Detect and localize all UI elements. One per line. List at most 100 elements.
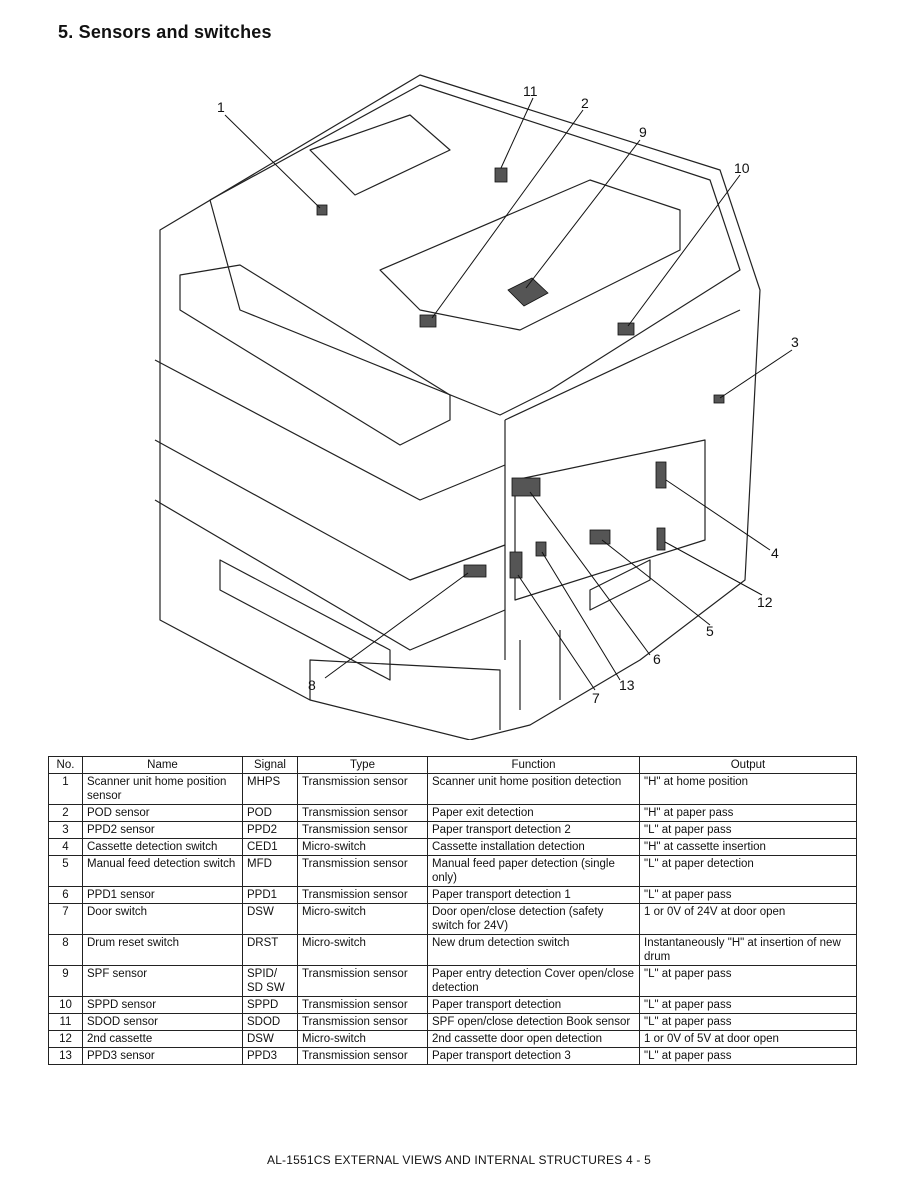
function-cell: Cassette installation detection	[427, 838, 640, 856]
function-cell: 2nd cassette door open detection	[427, 1030, 640, 1048]
output-cell: "L" at paper pass	[639, 996, 857, 1014]
document-feeder-cover	[209, 84, 741, 416]
callout-6: 6	[653, 651, 661, 667]
output-cell: "L" at paper detection	[639, 855, 857, 887]
signal-cell: SDOD	[242, 1013, 298, 1031]
signal-cell: MHPS	[242, 773, 298, 805]
signal-cell: PPD1	[242, 886, 298, 904]
no: 4	[48, 838, 83, 856]
no: 10	[48, 996, 83, 1014]
output-cell: "L" at paper pass	[639, 1013, 857, 1031]
sensor-4-part	[655, 461, 667, 489]
type-cell: Transmission sensor	[297, 1013, 428, 1031]
signal-cell: SPPD	[242, 996, 298, 1014]
header-no: No.	[48, 756, 83, 774]
copier-illustration: 1 11 2 9 10 3 4 12 5 6 13 7 8	[154, 74, 799, 740]
type-cell: Transmission sensor	[297, 804, 428, 822]
no: 5	[48, 855, 83, 887]
no: 1	[48, 773, 83, 805]
name-cell: SPPD sensor	[82, 996, 243, 1014]
type-cell: Micro-switch	[297, 1030, 428, 1048]
document-tray	[379, 179, 681, 331]
signal-cell: DRST	[242, 934, 298, 966]
copier-sensor-diagram: 1 11 2 9 10 3 4 12 5 6 13 7 8	[120, 60, 820, 740]
callout-11: 11	[523, 83, 538, 99]
callout-4: 4	[771, 545, 779, 561]
no: 9	[48, 965, 83, 997]
output-cell: 1 or 0V of 5V at door open	[639, 1030, 857, 1048]
sensor-11-part	[494, 167, 508, 183]
no: 7	[48, 903, 83, 935]
exit-tray	[309, 114, 451, 196]
type-cell: Transmission sensor	[297, 886, 428, 904]
type-cell: Micro-switch	[297, 934, 428, 966]
callout-12: 12	[757, 594, 773, 610]
callout-13: 13	[619, 677, 635, 693]
header-type: Type	[297, 756, 428, 774]
signal-cell: PPD2	[242, 821, 298, 839]
function-cell: Paper exit detection	[427, 804, 640, 822]
cassette-handle	[219, 559, 391, 681]
callout-10: 10	[734, 160, 750, 176]
output-cell: "L" at paper pass	[639, 965, 857, 997]
type-cell: Transmission sensor	[297, 965, 428, 997]
name-cell: PPD1 sensor	[82, 886, 243, 904]
signal-cell: DSW	[242, 1030, 298, 1048]
type-cell: Micro-switch	[297, 838, 428, 856]
header-output: Output	[639, 756, 857, 774]
header-function: Function	[427, 756, 640, 774]
name-cell: SPF sensor	[82, 965, 243, 997]
type-cell: Transmission sensor	[297, 821, 428, 839]
manual-feed-tray	[589, 559, 651, 611]
function-cell: SPF open/close detection Book sensor	[427, 1013, 640, 1031]
output-cell: Instantaneously "H" at insertion of new …	[639, 934, 857, 966]
sensor-3-part	[713, 394, 725, 404]
output-cell: "L" at paper pass	[639, 1047, 857, 1065]
name-cell: Scanner unit home position sensor	[82, 773, 243, 805]
output-cell: "H" at home position	[639, 773, 857, 805]
sensor-8-part	[463, 564, 487, 578]
output-cell: 1 or 0V of 24V at door open	[639, 903, 857, 935]
function-cell: Paper transport detection 3	[427, 1047, 640, 1065]
signal-cell: SPID/ SD SW	[242, 965, 298, 997]
copier-outline	[159, 74, 761, 740]
sensor-7-part	[509, 551, 523, 579]
header-signal: Signal	[242, 756, 298, 774]
signal-cell: CED1	[242, 838, 298, 856]
name-cell: 2nd cassette	[82, 1030, 243, 1048]
type-cell: Transmission sensor	[297, 996, 428, 1014]
signal-cell: PPD3	[242, 1047, 298, 1065]
no: 11	[48, 1013, 83, 1031]
function-cell: Paper transport detection	[427, 996, 640, 1014]
function-cell: Manual feed paper detection (single only…	[427, 855, 640, 887]
function-cell: Scanner unit home position detection	[427, 773, 640, 805]
side-door	[514, 439, 706, 601]
page-title: 5. Sensors and switches	[58, 22, 272, 42]
output-cell: "L" at paper pass	[639, 821, 857, 839]
sensor-10-part	[617, 322, 635, 336]
signal-cell: POD	[242, 804, 298, 822]
callout-2: 2	[581, 95, 589, 111]
function-cell: Paper transport detection 2	[427, 821, 640, 839]
no: 6	[48, 886, 83, 904]
no: 3	[48, 821, 83, 839]
sensor-9-part	[507, 277, 549, 307]
no: 8	[48, 934, 83, 966]
sensor-6-part	[511, 477, 541, 497]
signal-cell: DSW	[242, 903, 298, 935]
table-header-row: No. Name Signal Type Function Output	[48, 756, 857, 774]
signal-cell: MFD	[242, 855, 298, 887]
no: 12	[48, 1030, 83, 1048]
callout-3: 3	[791, 334, 799, 350]
name-cell: Cassette detection switch	[82, 838, 243, 856]
